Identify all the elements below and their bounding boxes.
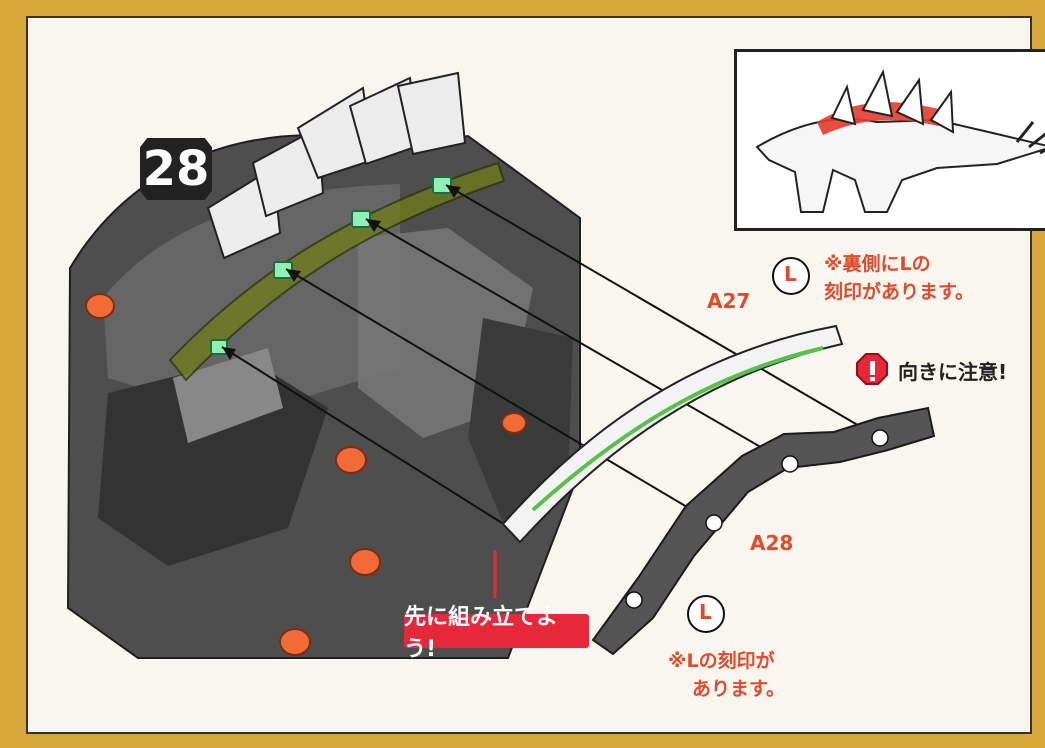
reference-inset <box>734 49 1045 231</box>
l-mark-top: L <box>784 262 797 286</box>
caution-note: 向きに注意! <box>898 360 1008 384</box>
assemble-first-badge: 先に組み立てよう! <box>404 605 589 662</box>
bottom-mark-note: ※Lの刻印が あります。 <box>668 650 786 700</box>
instruction-panel: 28 A27 A28 L L ※裏側にLの 刻印があります。 向きに注意! <box>26 16 1045 734</box>
assembly-illustration <box>66 71 936 659</box>
stegosaurus-thumbnail-icon <box>755 69 1045 213</box>
l-mark-bottom: L <box>699 600 712 624</box>
back-mark-note: ※裏側にLの 刻印があります。 <box>824 253 975 303</box>
part-a27-label: A27 <box>707 289 751 313</box>
step-number: 28 <box>140 138 212 200</box>
part-a28-label: A28 <box>750 531 794 555</box>
